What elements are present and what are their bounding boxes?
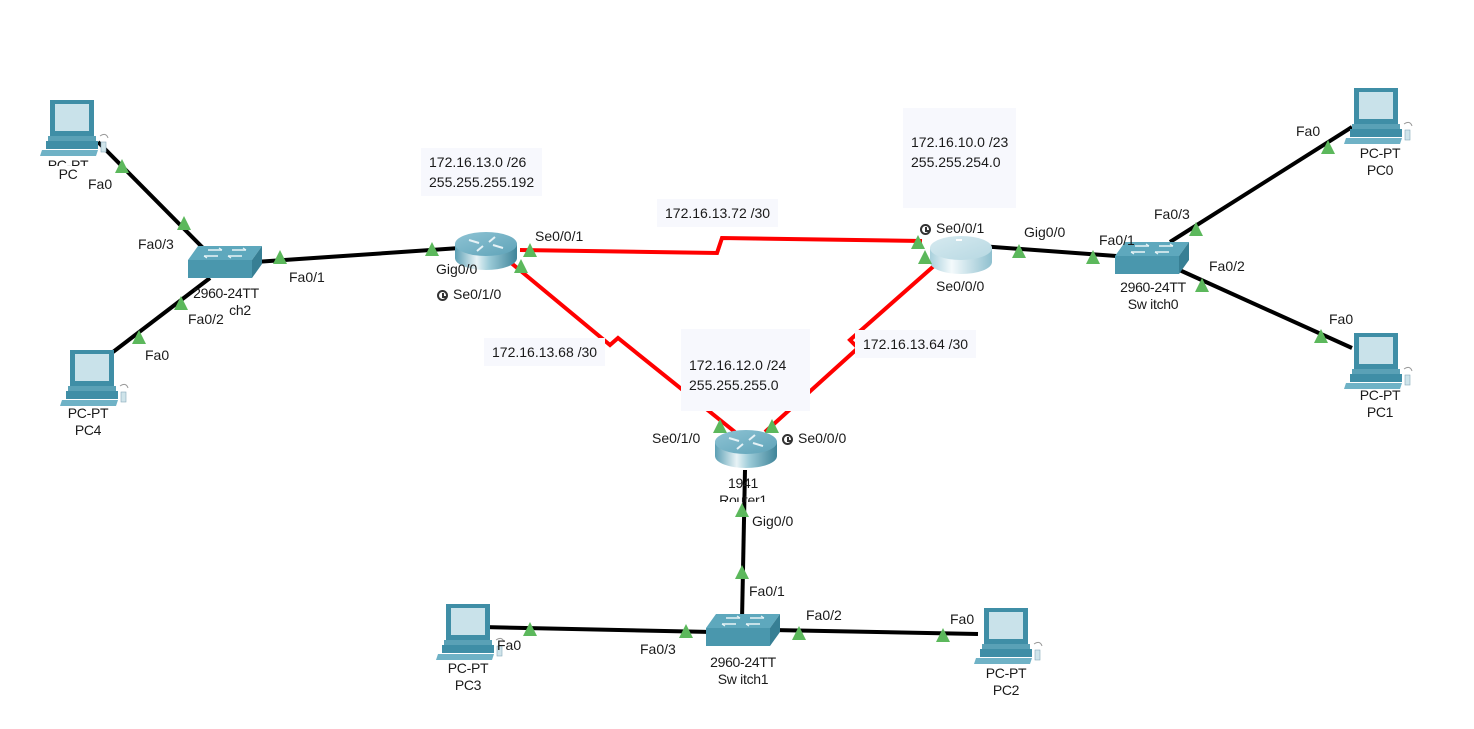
device-label-pc3: PC-PT PC3 [440,660,496,694]
note-wan-left[interactable]: 172.16.13.68 /30 [484,338,606,366]
device-label-pc4: PC-PT PC4 [60,405,116,439]
pc-icon[interactable] [39,99,109,157]
device-model: PC-PT [1359,387,1401,403]
port-label: Se0/1/0 [453,286,502,302]
port-up-icon [792,626,806,640]
device-model: PC-PT [1359,145,1401,161]
device-model: PC-PT [67,405,109,421]
device-name: PC3 [454,677,482,693]
port-label: Fa0 [1296,123,1321,139]
link-pc-switch2[interactable] [96,140,212,257]
pc-icon[interactable] [59,349,129,407]
port-label-clock: Se0/0/1 [920,220,984,236]
device-name: PC1 [1366,404,1394,420]
switch-icon[interactable] [187,245,263,279]
device-name: ch2 [229,302,251,318]
router-icon[interactable] [714,429,778,469]
port-label: Gig0/0 [752,513,794,529]
port-label: Fa0/1 [1099,232,1135,248]
port-label: Fa0 [145,347,170,363]
device-model: 2960-24TT [193,285,259,301]
port-label: Gig0/0 [1024,224,1066,240]
link-switch1-pc2[interactable] [771,628,979,636]
clock-icon [920,224,931,235]
device-model: PC-PT [985,665,1027,681]
serial-link-right[interactable] [763,263,937,434]
link-switch2-routerleft[interactable] [254,246,461,264]
port-label: Fa0 [497,637,522,653]
serial-link-left[interactable] [508,260,737,434]
note-lan-left[interactable]: 172.16.13.0 /26 255.255.255.192 [421,148,543,196]
switch-icon[interactable] [705,613,781,647]
pc-icon[interactable] [1343,87,1413,145]
link-switch0-pc0[interactable] [1168,125,1354,244]
link-routerright-switch0[interactable] [979,244,1131,259]
serial-links [508,235,937,434]
port-label: Se0/0/1 [535,228,584,244]
device-label-pc-top: PC-PT PC [40,157,96,183]
port-label-clock: Se0/1/0 [437,286,501,302]
port-up-icon [918,250,932,264]
port-label: Fa0/2 [806,607,842,623]
note-wan-right[interactable]: 172.16.13.64 /30 [855,330,977,358]
pc-icon[interactable] [435,603,505,661]
port-up-icon [735,503,749,517]
device-name: PC2 [992,682,1020,698]
device-label-pc0: PC-PT PC0 [1352,145,1408,179]
port-label: Fa0/3 [640,641,676,657]
port-label: Fa0/3 [138,236,174,252]
router-icon[interactable] [929,235,993,275]
port-label-clock: Se0/0/0 [782,430,846,446]
serial-link-top[interactable] [519,235,923,256]
port-label: Fa0/2 [1209,258,1245,274]
port-up-icon [273,250,287,264]
port-label: Fa0/3 [1154,206,1190,222]
device-model: PC-PT [447,660,489,676]
device-label-router1: 1941 Router1 [708,475,778,502]
port-label: Fa0/1 [749,583,785,599]
device-model: 2960-24TT [1120,279,1186,295]
device-label-switch0: 2960-24TT Sw itch0 [1110,279,1196,313]
device-name: Router1 [719,492,767,502]
device-label-pc2: PC-PT PC2 [978,665,1034,699]
port-label: Se0/0/0 [798,430,847,446]
device-name: Sw itch1 [717,671,769,687]
port-label: Se0/0/0 [936,278,985,294]
device-model: 2960-24TT [710,654,776,670]
port-label: Fa0/2 [188,311,224,327]
device-model: 1941 [728,475,758,491]
link-pc4-switch2[interactable] [111,276,212,354]
port-label: Fa0 [950,611,975,627]
port-label: Fa0 [1329,311,1354,327]
link-router1-switch1[interactable] [740,469,747,621]
port-label: Se0/1/0 [652,430,701,446]
port-label: Fa0 [88,176,113,192]
note-lan-bottom[interactable]: 172.16.12.0 /24 255.255.255.0 [681,329,811,411]
clock-icon [782,434,793,445]
device-model: PC-PT [47,157,89,166]
note-lan-right[interactable]: 172.16.10.0 /23 255.255.254.0 [903,108,1017,208]
device-label-pc1: PC-PT PC1 [1352,387,1408,421]
link-pc3-switch1[interactable] [481,625,713,634]
device-name: PC4 [74,422,102,438]
device-label-switch2: 2960-24TT ch2 [186,285,266,319]
device-label-switch1: 2960-24TT Sw itch1 [700,654,786,688]
device-name: PC [58,166,78,182]
port-up-icon [735,565,749,579]
device-name: Sw itch0 [1127,296,1179,312]
device-name: PC0 [1366,162,1394,178]
pc-icon[interactable] [973,607,1043,665]
port-label: Fa0/1 [289,269,325,285]
pc-icon[interactable] [1343,332,1413,390]
note-wan-top[interactable]: 172.16.13.72 /30 [657,199,779,227]
port-label: Se0/0/1 [936,220,985,236]
clock-icon [437,290,448,301]
port-label: Gig0/0 [436,261,478,277]
